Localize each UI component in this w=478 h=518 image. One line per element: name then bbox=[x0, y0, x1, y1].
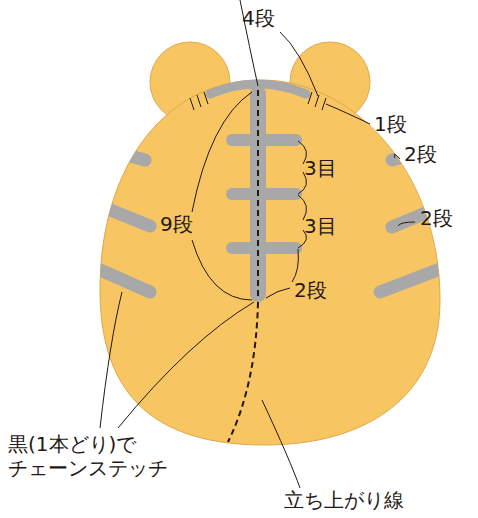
count-label: 9段 bbox=[160, 212, 193, 236]
leader-lines bbox=[100, 0, 415, 488]
rise-line bbox=[228, 90, 258, 442]
side-stripes bbox=[96, 146, 448, 292]
cross-stripes bbox=[226, 134, 302, 254]
count-label: 3目 bbox=[304, 156, 337, 180]
note-label: 黒(1本どり)で チェーンステッチ bbox=[8, 432, 188, 480]
count-label: 2段 bbox=[404, 142, 437, 166]
count-label: 3目 bbox=[304, 214, 337, 238]
count-label: 1段 bbox=[374, 112, 407, 136]
body bbox=[100, 80, 440, 445]
count-label: 2段 bbox=[294, 278, 327, 302]
count-label: 4段 bbox=[242, 6, 275, 30]
count-label: 2段 bbox=[420, 206, 453, 230]
line-label: 立ち上がり線 bbox=[284, 488, 404, 512]
